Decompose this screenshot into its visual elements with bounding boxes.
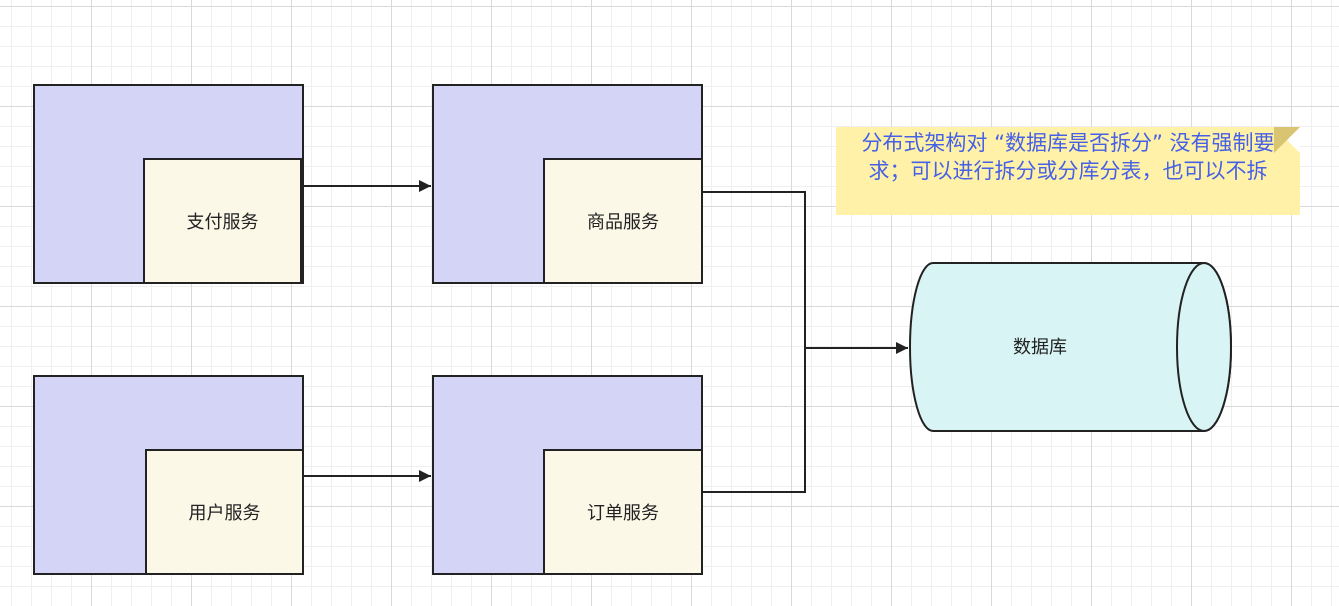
order-service-label: 订单服务 [587,503,659,524]
note-fold-icon [1274,127,1300,153]
database-cylinder-cap [1176,262,1232,432]
user-service-label: 用户服务 [188,503,261,524]
order-service-block: 订单服务 [432,375,703,575]
order-service-box: 订单服务 [543,449,703,575]
user-service-block: 用户服务 [33,375,304,575]
database-label: 数据库 [1013,337,1067,358]
note-sticky: 分布式架构对 “数据库是否拆分” 没有强制要求；可以进行拆分或分库分表，也可以不… [836,127,1300,215]
note-text: 分布式架构对 “数据库是否拆分” 没有强制要求；可以进行拆分或分库分表，也可以不… [861,131,1275,183]
payment-service-block: 支付服务 [33,84,304,284]
product-service-label: 商品服务 [587,212,659,233]
payment-service-box: 支付服务 [143,158,302,284]
user-service-box: 用户服务 [145,449,304,575]
database-cylinder [909,262,1232,432]
product-service-block: 商品服务 [432,84,703,284]
payment-service-label: 支付服务 [186,212,259,233]
product-service-box: 商品服务 [543,158,703,284]
connector-product-to-bus [703,191,806,348]
connector-order-to-bus [703,348,806,493]
